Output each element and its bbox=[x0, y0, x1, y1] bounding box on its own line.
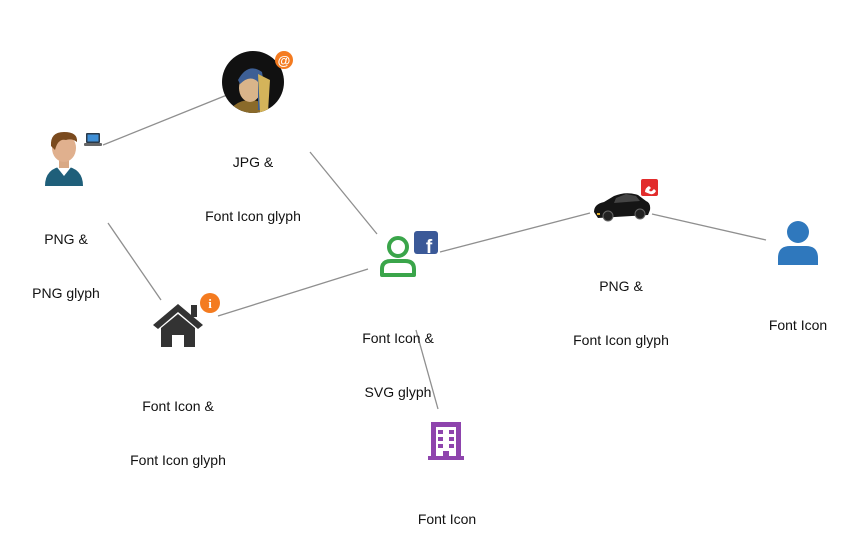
car-image bbox=[594, 193, 651, 222]
label-line-1: Font Icon & bbox=[142, 398, 214, 414]
edge-person-portrait[interactable] bbox=[102, 94, 228, 146]
info-icon: i bbox=[200, 293, 220, 313]
node-label-portrait: JPG & Font Icon glyph bbox=[205, 117, 301, 243]
label-line-2: SVG glyph bbox=[364, 384, 432, 400]
facebook-icon: f bbox=[414, 231, 438, 258]
node-person-png[interactable] bbox=[45, 132, 102, 186]
label-line-1: PNG & bbox=[44, 231, 88, 247]
node-label-user-blue: Font Icon bbox=[769, 280, 827, 352]
node-label-person-png: PNG & PNG glyph bbox=[32, 194, 100, 320]
node-user-green[interactable]: f bbox=[380, 231, 438, 277]
user-solid-icon bbox=[778, 221, 818, 265]
at-sign-glyph-text: @ bbox=[278, 53, 291, 68]
label-line-1: Font Icon bbox=[417, 511, 477, 527]
node-label-car: PNG & Font Icon glyph bbox=[573, 241, 669, 367]
edge-person-home[interactable] bbox=[107, 222, 162, 301]
person-image bbox=[45, 132, 83, 186]
phone-icon bbox=[641, 179, 658, 196]
label-line-2: Font Icon glyph bbox=[205, 208, 301, 224]
edge-portrait-user[interactable] bbox=[309, 151, 378, 235]
label-line-1: Font Icon & bbox=[362, 330, 434, 346]
label-line-2: Font Icon glyph bbox=[130, 452, 226, 468]
label-line-2: PNG glyph bbox=[32, 285, 100, 301]
label-line-1: Font Icon bbox=[768, 317, 828, 333]
portrait-image bbox=[228, 68, 272, 113]
home-icon bbox=[153, 304, 203, 347]
edge-user-building[interactable] bbox=[415, 329, 439, 410]
node-building[interactable] bbox=[428, 422, 464, 460]
node-portrait[interactable]: @ bbox=[222, 51, 293, 136]
at-sign-icon bbox=[275, 51, 293, 69]
node-label-home: Font Icon & Font Icon glyph bbox=[130, 361, 226, 487]
facebook-glyph-text: f bbox=[426, 237, 433, 258]
laptop-icon bbox=[84, 133, 102, 146]
label-line-2: Font Icon glyph bbox=[573, 332, 669, 348]
node-user-blue[interactable] bbox=[778, 221, 818, 265]
user-outline-icon bbox=[380, 236, 416, 277]
node-label-building: Font Icon bbox=[418, 474, 476, 546]
label-line-1: JPG & bbox=[232, 154, 274, 170]
edge-car-bluser[interactable] bbox=[651, 213, 767, 241]
node-home[interactable]: i bbox=[153, 293, 220, 347]
node-label-user-green: Font Icon & SVG glyph bbox=[362, 293, 434, 419]
edge-home-user[interactable] bbox=[217, 268, 369, 317]
edge-user-car[interactable] bbox=[439, 212, 591, 253]
info-glyph-text: i bbox=[208, 296, 212, 311]
building-icon bbox=[428, 422, 464, 460]
label-line-1: PNG & bbox=[599, 278, 643, 294]
node-car[interactable] bbox=[594, 179, 658, 222]
